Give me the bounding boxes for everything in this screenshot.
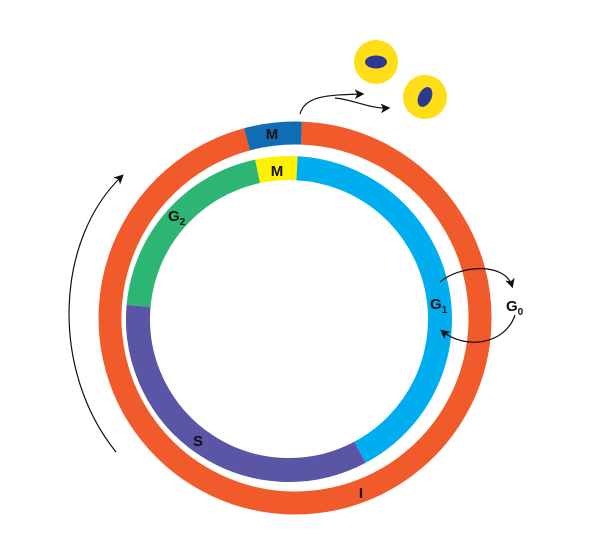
outer-mitosis-label: M — [266, 126, 279, 143]
s-phase-label: S — [193, 433, 203, 450]
daughter-cell-arrow-1 — [299, 89, 365, 115]
interphase-ring-segment — [98, 121, 492, 515]
daughter-cell-arrow-2 — [334, 97, 391, 114]
g1-to-g0-arrow — [439, 268, 515, 289]
cycle-direction-arrow — [68, 174, 124, 453]
g1-phase-segment — [296, 156, 452, 463]
interphase-label: I — [359, 485, 363, 502]
nucleus-icon — [417, 87, 433, 107]
daughter-cell-1 — [354, 40, 398, 84]
inner-mitosis-segment — [255, 156, 298, 184]
g1-label: G1 — [430, 296, 448, 316]
g2-phase-segment — [126, 159, 261, 308]
g0-to-g1-arrow — [440, 314, 516, 343]
g2-label: G2 — [168, 208, 186, 228]
outer-mitosis-segment — [244, 121, 302, 151]
daughter-cell-2 — [403, 75, 447, 119]
inner-mitosis-label: M — [271, 163, 284, 180]
nucleus-icon — [365, 55, 387, 69]
s-phase-segment — [126, 304, 366, 482]
g0-label: G0 — [506, 298, 524, 318]
